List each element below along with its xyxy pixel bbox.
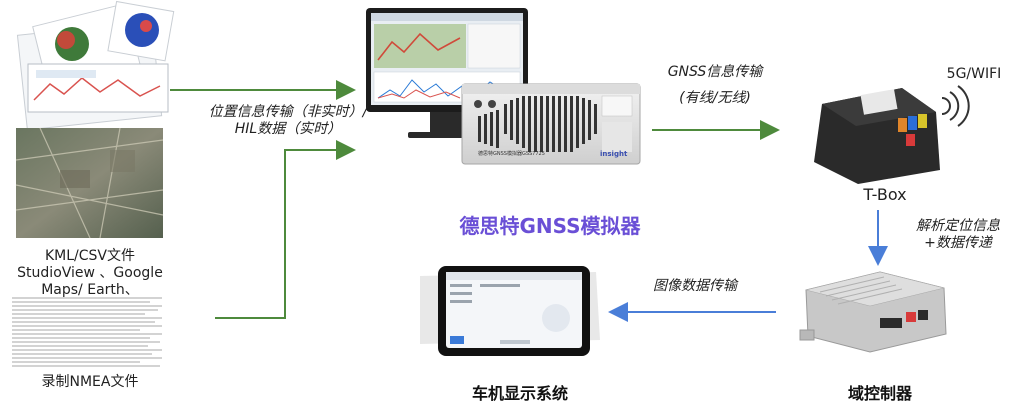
satellite-map (15, 127, 164, 239)
position-transfer-label: 位置信息传输（非实时）/ HIL数据（实时） (188, 104, 388, 138)
kml-label-line2: StudioView 、Google (17, 265, 163, 281)
tbox-device (814, 88, 940, 184)
gnss-transfer-label: GNSS信息传输 (667, 64, 763, 80)
wired-wireless-label: (有线/无线) (679, 90, 751, 106)
nmea-label: 录制NMEA文件 (41, 374, 139, 390)
simulator-title: 德思特GNSS模拟器 (459, 214, 641, 238)
headunit-label: 车机显示系统 (471, 384, 568, 403)
kml-label: KML/CSV文件 StudioView 、Google Maps/ Earth… (15, 248, 165, 299)
kml-label-line3: Maps/ Earth、 (41, 282, 139, 298)
arrow-nmea-to-simulator (215, 140, 356, 319)
domain-controller-label: 域控制器 (847, 384, 912, 403)
source-arrows (170, 80, 356, 319)
position-transfer-line2: HIL数据（实时） (234, 121, 342, 137)
tbox-label: T-Box (863, 185, 907, 204)
parse-location-line2: +数据传递 (924, 235, 992, 251)
kml-label-line1: KML/CSV文件 (44, 248, 135, 264)
gnss-simulator-device (461, 83, 641, 165)
domain-controller-device (799, 271, 947, 353)
device-model-text: 德思特GNSS模拟器GSS7725 (478, 151, 545, 157)
network-label: 5G/WIFI (946, 66, 1002, 82)
image-transfer-label: 图像数据传输 (653, 278, 737, 294)
nmea-text-block (12, 297, 162, 367)
headunit-display (420, 266, 600, 356)
parse-location-label: 解析定位信息 +数据传递 (900, 218, 1016, 252)
device-brand-text: insight (600, 150, 628, 158)
wifi-signal-icon (941, 85, 970, 127)
parse-location-line1: 解析定位信息 (916, 218, 1000, 234)
software-screenshots (16, 0, 175, 131)
position-transfer-line1: 位置信息传输（非实时）/ (208, 104, 368, 120)
device-grille (478, 96, 597, 152)
